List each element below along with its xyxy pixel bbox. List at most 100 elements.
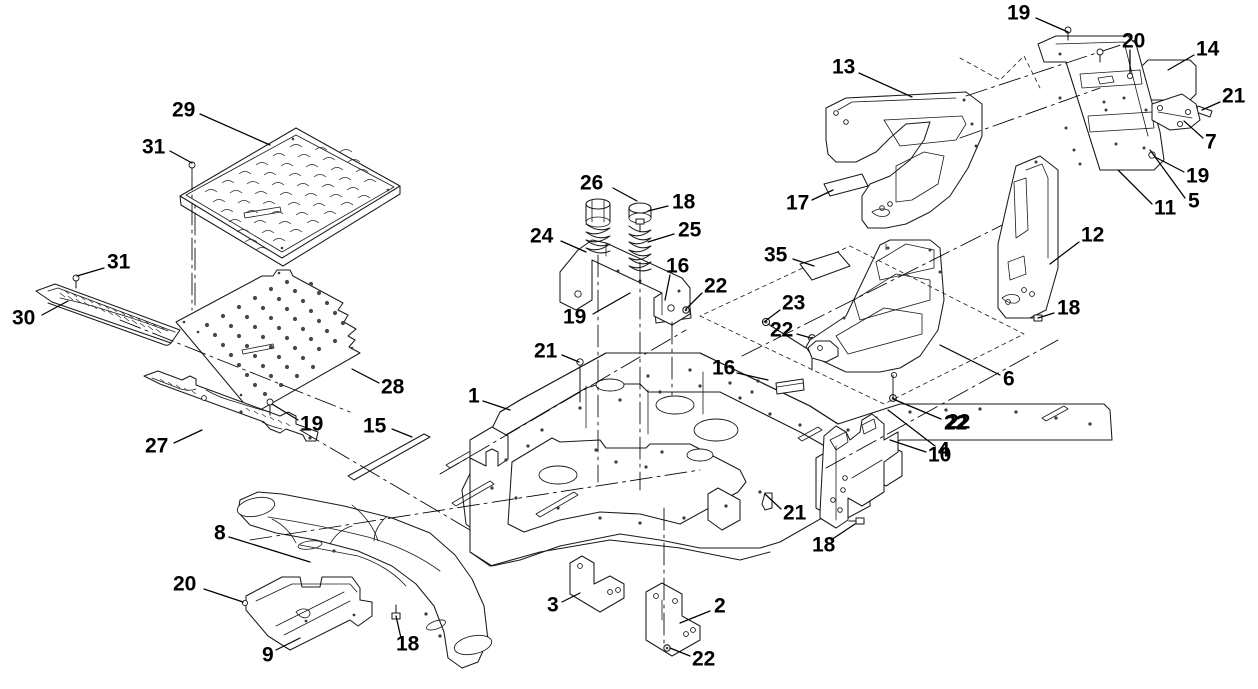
callout-number: 5 <box>1188 190 1200 213</box>
callout-number: 18 <box>812 534 836 557</box>
callout-6: 6 <box>939 344 1015 391</box>
leader-line <box>228 536 311 563</box>
leader-line <box>647 233 675 243</box>
callout-number: 30 <box>12 307 35 330</box>
leader-line <box>560 240 587 253</box>
leader-line <box>592 292 631 315</box>
callout-22: 22 <box>685 275 727 310</box>
callout-number: 22 <box>947 411 970 434</box>
callout-23: 23 <box>763 292 805 323</box>
part-3-angle-bracket <box>569 555 625 613</box>
part-5-rear-panel <box>1037 35 1165 171</box>
callout-21: 21 <box>534 340 580 363</box>
leader-line <box>679 610 711 624</box>
callout-number: 11 <box>1154 197 1177 220</box>
callout-number: 35 <box>764 244 788 267</box>
callout-18: 18 <box>395 615 420 656</box>
leader-line <box>1201 101 1221 111</box>
callout-20: 20 <box>1122 30 1145 74</box>
callout-number: 21 <box>1222 85 1246 108</box>
callout-number: 22 <box>770 319 793 342</box>
callout-22: 22 <box>947 411 970 434</box>
leader-line <box>1037 312 1055 319</box>
callout-number: 27 <box>145 435 168 458</box>
leader-line <box>647 205 669 212</box>
callout-17: 17 <box>786 189 834 215</box>
callout-29: 29 <box>172 99 271 146</box>
leader-line <box>889 439 927 453</box>
callout-number: 16 <box>712 357 735 380</box>
callout-21: 21 <box>1201 85 1246 111</box>
callout-number: 10 <box>928 444 951 467</box>
part-26-spring-left <box>585 198 611 254</box>
callout-number: 2 <box>714 595 726 618</box>
leader-line <box>1117 169 1153 205</box>
leader-line <box>169 150 193 164</box>
leader-line <box>1149 149 1186 199</box>
leader-line <box>811 189 834 201</box>
axis-rear-panel-1 <box>965 39 1137 97</box>
part-24-spring-bracket <box>559 239 691 326</box>
callout-number: 16 <box>666 255 689 278</box>
part-16-shim-pad-b <box>775 378 805 395</box>
callout-number: 18 <box>1057 297 1081 320</box>
part-31-pin-b <box>72 274 80 289</box>
callout-27: 27 <box>145 429 203 458</box>
callout-number: 29 <box>172 99 195 122</box>
callout-31: 31 <box>76 251 131 277</box>
callout-number: 21 <box>534 340 558 363</box>
callout-30: 30 <box>12 300 69 330</box>
leader-line <box>939 344 1001 376</box>
axis-rear-panel-2 <box>959 87 1101 139</box>
callout-number: 21 <box>783 502 807 525</box>
callout-number: 31 <box>107 251 131 274</box>
part-22-nut-a-center <box>684 308 688 312</box>
leader-line <box>792 258 815 267</box>
leader-line <box>41 300 69 316</box>
part-13-left-fender <box>825 91 983 229</box>
leader-line <box>1049 241 1080 265</box>
callout-3: 3 <box>547 592 581 617</box>
callout-number: 4 <box>938 439 950 462</box>
part-9-lower-guard <box>245 576 373 651</box>
callout-26: 26 <box>580 172 638 202</box>
part-31-pin-a <box>188 161 196 311</box>
part-17-decal-small <box>823 173 869 197</box>
part-27-footrest-rail <box>143 370 319 442</box>
part-12-right-brace <box>997 155 1059 319</box>
callout-number: 9 <box>262 644 274 667</box>
callout-18: 18 <box>812 523 856 557</box>
callout-24: 24 <box>530 225 587 253</box>
part-10-mounting-bracket <box>819 413 899 529</box>
callout-number: 15 <box>363 415 387 438</box>
leader-line <box>1154 156 1185 173</box>
leader-line <box>76 267 105 277</box>
callout-16: 16 <box>712 357 769 381</box>
axis-molding <box>119 319 351 413</box>
callout-8: 8 <box>214 522 311 563</box>
part-2-small-bracket <box>645 582 701 657</box>
leader-line <box>612 187 638 202</box>
leader-line <box>685 292 703 310</box>
leader-line <box>763 309 781 323</box>
axis-deck-1 <box>439 329 687 475</box>
part-18-bolt-a <box>635 218 645 233</box>
callout-number: 1 <box>468 385 480 408</box>
callout-4: 4 <box>887 409 950 462</box>
leader-line <box>664 274 671 301</box>
part-20-rivet-b <box>241 599 249 607</box>
callout-19: 19 <box>563 292 631 329</box>
leader-line <box>796 333 812 339</box>
callout-12: 12 <box>1049 224 1104 265</box>
callout-22: 22 <box>770 319 812 342</box>
leader-line <box>561 354 580 363</box>
part-21-pin-b <box>761 492 773 511</box>
callout-number: 31 <box>142 136 166 159</box>
leader-line <box>887 409 936 447</box>
callout-11: 11 <box>1117 169 1177 220</box>
callout-31: 31 <box>142 136 193 164</box>
callout-15: 15 <box>363 415 413 438</box>
callout-22: 22 <box>669 647 715 671</box>
callout-number: 26 <box>580 172 603 195</box>
